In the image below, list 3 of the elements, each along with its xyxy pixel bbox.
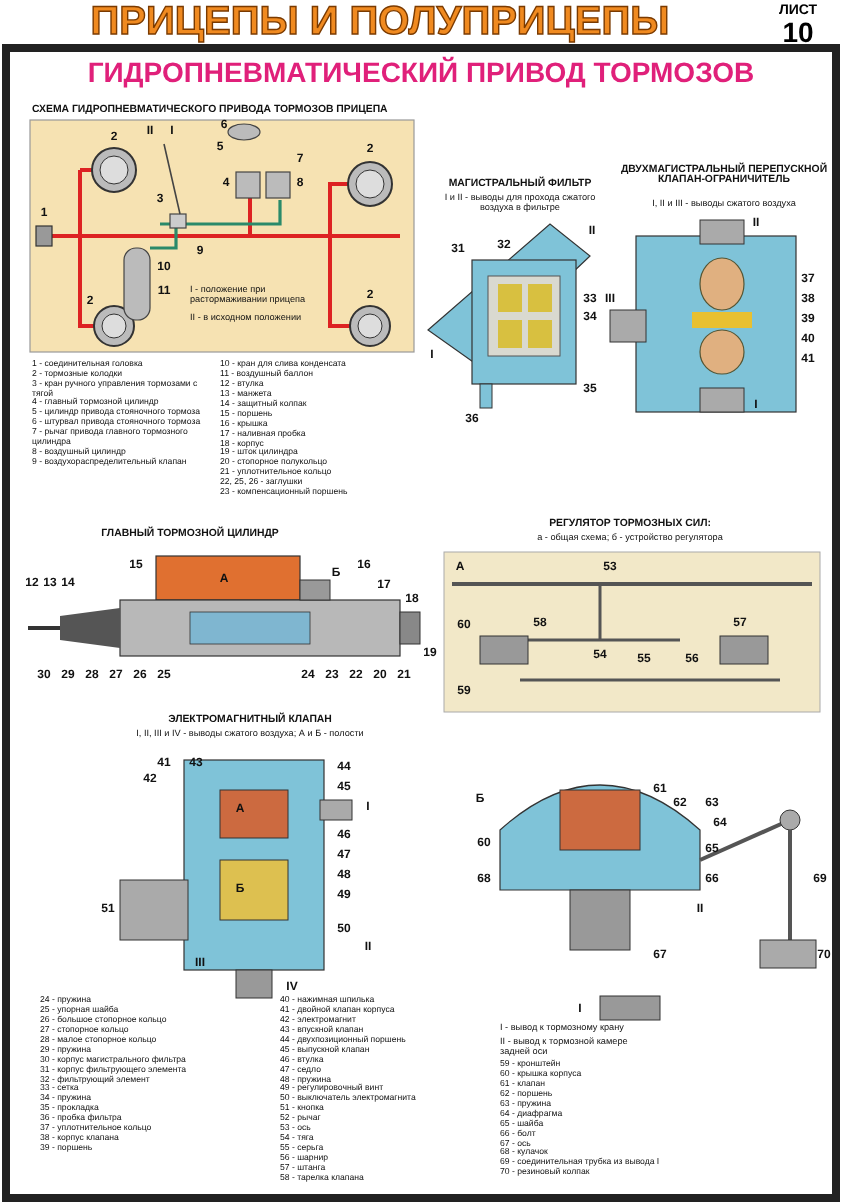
- poster-title: ГИДРОПНЕВМАТИЧЕСКИЙ ПРИВОД ТОРМОЗОВ: [85, 58, 757, 88]
- sheet-number: 10: [780, 18, 816, 48]
- page-header: ПРИЦЕПЫ И ПОЛУПРИЦЕПЫ: [88, 2, 672, 44]
